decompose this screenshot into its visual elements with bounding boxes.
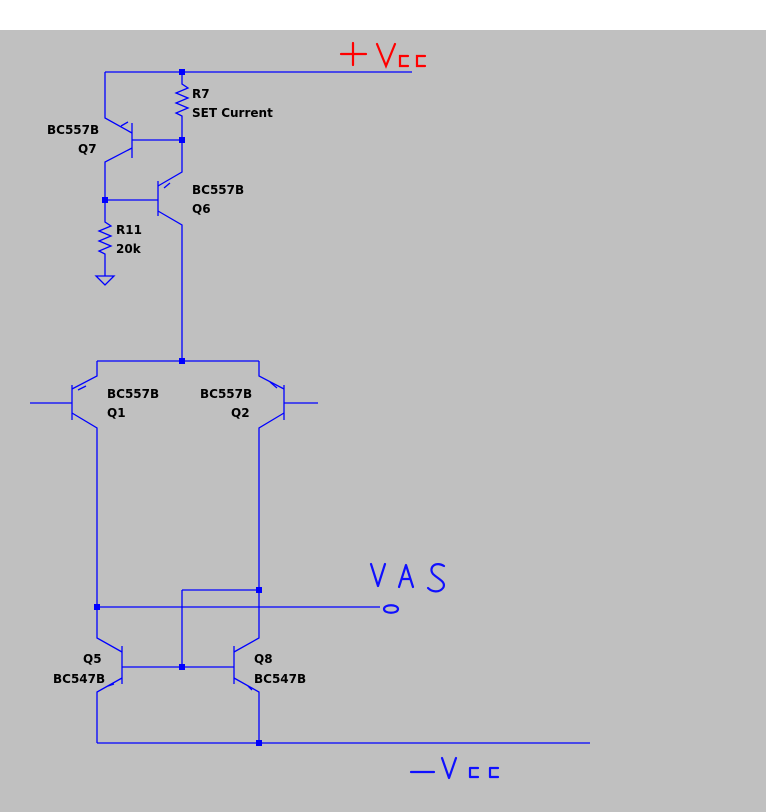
junction-dot (94, 604, 100, 610)
q2-ref-label: Q2 (231, 406, 250, 420)
schematic-canvas[interactable] (0, 30, 766, 812)
junction-dot (102, 197, 108, 203)
transistor-q8[interactable] (182, 590, 260, 743)
r11-ref-label: R11 (116, 223, 142, 237)
junction-dot (179, 137, 185, 143)
q5-model-label: BC547B (53, 672, 105, 686)
r7-value-label: SET Current (192, 106, 273, 120)
transistor-q1[interactable] (30, 361, 98, 607)
title-bar-strip (0, 0, 766, 30)
q7-ref-label: Q7 (78, 142, 97, 156)
ground-icon (94, 275, 116, 286)
q1-model-label: BC557B (107, 387, 159, 401)
q1-ref-label: Q1 (107, 406, 126, 420)
transistor-q5[interactable] (96, 607, 182, 743)
negative-supply-annotation (409, 756, 500, 780)
positive-supply-annotation (339, 41, 427, 69)
junction-dot (179, 69, 185, 75)
r11-value-label: 20k (116, 242, 142, 256)
q2-model-label: BC557B (200, 387, 252, 401)
junction-dot (256, 740, 262, 746)
q7-model-label: BC557B (47, 123, 99, 137)
q8-ref-label: Q8 (254, 652, 273, 666)
mirror-link[interactable] (181, 589, 259, 667)
junction-dot (179, 664, 185, 670)
transistor-q7[interactable] (104, 72, 182, 200)
vas-annotation (369, 562, 446, 614)
q8-model-label: BC547B (254, 672, 306, 686)
resistor-r11[interactable] (97, 200, 113, 276)
resistor-r7[interactable] (174, 72, 190, 140)
q5-ref-label: Q5 (83, 652, 102, 666)
junction-dot (179, 358, 185, 364)
transistor-q2[interactable] (258, 361, 318, 590)
r7-ref-label: R7 (192, 87, 210, 101)
junction-dot (256, 587, 262, 593)
q6-model-label: BC557B (192, 183, 244, 197)
transistor-q6[interactable] (105, 140, 183, 361)
q6-ref-label: Q6 (192, 202, 211, 216)
